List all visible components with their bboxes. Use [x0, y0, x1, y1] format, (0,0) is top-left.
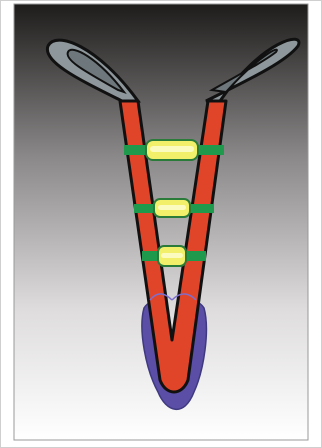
lower-band-right: [186, 251, 206, 261]
upper-band-right: [198, 145, 224, 155]
middle-band-right: [190, 204, 214, 213]
middle-band-left: [134, 204, 154, 213]
upper-band-left: [124, 145, 146, 155]
